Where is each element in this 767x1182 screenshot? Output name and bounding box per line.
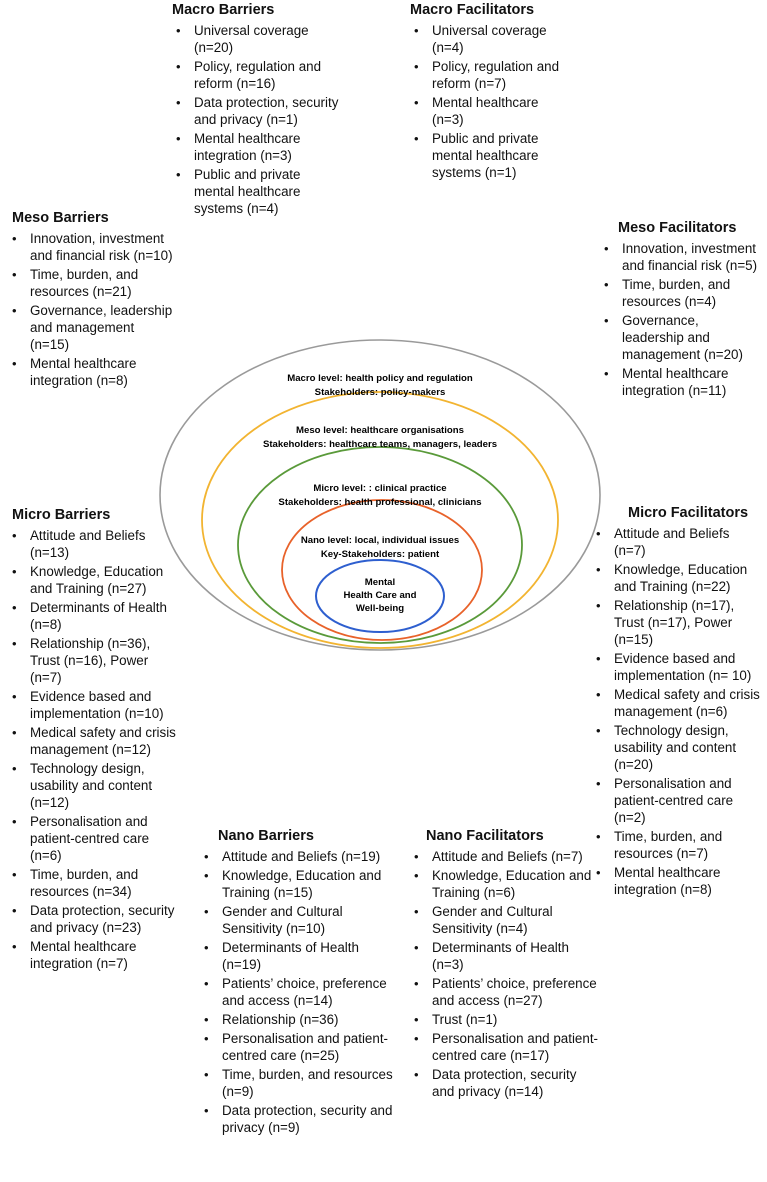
nano-barriers-item: Time, burden, and resources (n=9) (204, 1066, 400, 1100)
micro-level-label: Micro level: : clinical practice (313, 483, 446, 494)
meso-barriers-title: Meso Barriers (12, 210, 109, 226)
meso-ring (201, 391, 559, 649)
macro-ring (159, 339, 601, 651)
micro-facilitators-item: Evidence based and implementation (n= 10… (596, 650, 762, 684)
micro-facilitators-item: Medical safety and crisis management (n=… (596, 686, 762, 720)
micro-barriers-item: Personalisation and patient-centred care… (12, 813, 178, 864)
nano-ring (281, 499, 483, 641)
micro-barriers-item: Attitude and Beliefs (n=13) (12, 527, 178, 561)
micro-facilitators-item: Technology design, usability and content… (596, 722, 762, 773)
nano-facilitators-title: Nano Facilitators (426, 828, 544, 844)
nano-level-label: Nano level: local, individual issues (301, 535, 459, 546)
meso-barriers-list: Innovation, investment and financial ris… (8, 230, 173, 389)
macro-facilitators-item: Universal coverage (n=4) (414, 22, 560, 56)
nano-barriers-item: Relationship (n=36) (204, 1011, 400, 1028)
macro-facilitators-title: Macro Facilitators (410, 2, 535, 18)
macro-barriers-item: Universal coverage (n=20) (176, 22, 342, 56)
micro-facilitators-item: Attitude and Beliefs (n=7) (596, 525, 762, 559)
micro-barriers-item: Medical safety and crisis management (n=… (12, 724, 178, 758)
meso-facilitators-item: Time, burden, and resources (n=4) (604, 276, 760, 310)
macro-barriers-list: Universal coverage (n=20)Policy, regulat… (172, 22, 342, 217)
meso-facilitators-title: Meso Facilitators (618, 220, 737, 236)
macro-facilitators-item: Policy, regulation and reform (n=7) (414, 58, 560, 92)
nano-facilitators-item: Determinants of Health (n=3) (414, 939, 600, 973)
macro-barriers-item: Policy, regulation and reform (n=16) (176, 58, 342, 92)
nano-facilitators-item: Data protection, security and privacy (n… (414, 1066, 600, 1100)
meso-barriers-panel: Meso Barriers Innovation, investment and… (8, 210, 173, 391)
nano-facilitators-list: Attitude and Beliefs (n=7) Knowledge, Edu… (410, 848, 600, 1100)
micro-barriers-item: Time, burden, and resources (n=34) (12, 866, 178, 900)
meso-barriers-item: Mental healthcare integration (n=8) (12, 355, 173, 389)
meso-barriers-item: Innovation, investment and financial ris… (12, 230, 173, 264)
nano-barriers-item: Gender and Cultural Sensitivity (n=10) (204, 903, 400, 937)
micro-facilitators-item: Relationship (n=17), Trust (n=17), Power… (596, 597, 762, 648)
core-label-line2: Health Care and (343, 590, 416, 601)
micro-facilitators-title: Micro Facilitators (628, 505, 749, 521)
nano-barriers-item: Personalisation and patient-centred care… (204, 1030, 400, 1064)
micro-barriers-title: Micro Barriers (12, 507, 111, 523)
meso-facilitators-list: Innovation, investment and financial ris… (600, 240, 760, 399)
nano-barriers-item: Attitude and Beliefs (n=19) (204, 848, 400, 865)
nano-facilitators-item: Trust (n=1) (414, 1011, 600, 1028)
core-label-line3: Well-being (356, 603, 404, 614)
micro-barriers-item: Mental healthcare integration (n=7) (12, 938, 178, 972)
micro-barriers-panel: Micro Barriers Attitude and Beliefs (n=1… (8, 507, 178, 974)
meso-level-label: Meso level: healthcare organisations (296, 425, 464, 436)
macro-level-label: Macro level: health policy and regulatio… (287, 373, 473, 384)
micro-barriers-item: Data protection, security and privacy (n… (12, 902, 178, 936)
nano-barriers-list: Attitude and Beliefs (n=19) Knowledge, Ed… (200, 848, 400, 1136)
macro-barriers-item: Mental healthcare integration (n=3) (176, 130, 342, 164)
micro-facilitators-item: Mental healthcare integration (n=8) (596, 864, 762, 898)
nano-facilitators-panel: Nano Facilitators Attitude and Beliefs (… (410, 828, 600, 1102)
nano-barriers-item: Data protection, security and privacy (n… (204, 1102, 400, 1136)
micro-barriers-item: Knowledge, Education and Training (n=27) (12, 563, 178, 597)
nano-barriers-panel: Nano Barriers Attitude and Beliefs (n=19… (200, 828, 400, 1138)
nano-barriers-item: Patients’ choice, preference and access … (204, 975, 400, 1009)
macro-barriers-item: Public and private mental healthcare sys… (176, 166, 342, 217)
macro-barriers-item: Data protection, security and privacy (n… (176, 94, 342, 128)
meso-facilitators-item: Innovation, investment and financial ris… (604, 240, 760, 274)
micro-barriers-item: Evidence based and implementation (n=10) (12, 688, 178, 722)
micro-barriers-item: Technology design, usability and content… (12, 760, 178, 811)
micro-ring (237, 446, 523, 644)
nano-facilitators-item: Gender and Cultural Sensitivity (n=4) (414, 903, 600, 937)
nano-barriers-title: Nano Barriers (218, 828, 314, 844)
macro-stakeholders-label: Stakeholders: policy-makers (315, 387, 446, 398)
nano-facilitators-item: Personalisation and patient-centred care… (414, 1030, 600, 1064)
levels-ring-diagram: Macro level: health policy and regulatio… (159, 339, 601, 651)
nano-barriers-item: Determinants of Health (n=19) (204, 939, 400, 973)
macro-facilitators-item: Public and private mental healthcare sys… (414, 130, 560, 181)
macro-barriers-panel: Macro Barriers Universal coverage (n=20)… (172, 2, 342, 219)
core-ring (315, 559, 445, 633)
meso-barriers-item: Governance, leadership and management (n… (12, 302, 173, 353)
micro-barriers-list: Attitude and Beliefs (n=13)Knowledge, Ed… (8, 527, 178, 972)
micro-facilitators-panel: Micro Facilitators Attitude and Beliefs … (592, 505, 762, 900)
meso-facilitators-panel: Meso Facilitators Innovation, investment… (600, 220, 760, 401)
meso-facilitators-item: Mental healthcare integration (n=11) (604, 365, 760, 399)
micro-barriers-item: Relationship (n=36), Trust (n=16), Power… (12, 635, 178, 686)
micro-facilitators-item: Personalisation and patient-centred care… (596, 775, 762, 826)
micro-facilitators-item: Time, burden, and resources (n=7) (596, 828, 762, 862)
core-label-line1: Mental (365, 577, 395, 588)
micro-barriers-item: Determinants of Health (n=8) (12, 599, 178, 633)
meso-facilitators-item: Governance, leadership and management (n… (604, 312, 760, 363)
meso-barriers-item: Time, burden, and resources (n=21) (12, 266, 173, 300)
macro-barriers-title: Macro Barriers (172, 2, 275, 18)
nano-stakeholders-label: Key-Stakeholders: patient (321, 549, 440, 560)
micro-stakeholders-label: Stakeholders: health professional, clini… (278, 497, 481, 508)
micro-facilitators-item: Knowledge, Education and Training (n=22) (596, 561, 762, 595)
nano-facilitators-item: Attitude and Beliefs (n=7) (414, 848, 600, 865)
nano-facilitators-item: Patients’ choice, preference and access … (414, 975, 600, 1009)
macro-facilitators-list: Universal coverage (n=4)Policy, regulati… (410, 22, 560, 181)
nano-barriers-item: Knowledge, Education and Training (n=15) (204, 867, 400, 901)
macro-facilitators-item: Mental healthcare (n=3) (414, 94, 560, 128)
meso-stakeholders-label: Stakeholders: healthcare teams, managers… (263, 439, 497, 450)
macro-facilitators-panel: Macro Facilitators Universal coverage (n… (410, 2, 560, 183)
micro-facilitators-list: Attitude and Beliefs (n=7)Knowledge, Edu… (592, 525, 762, 898)
nano-facilitators-item: Knowledge, Education and Training (n=6) (414, 867, 600, 901)
